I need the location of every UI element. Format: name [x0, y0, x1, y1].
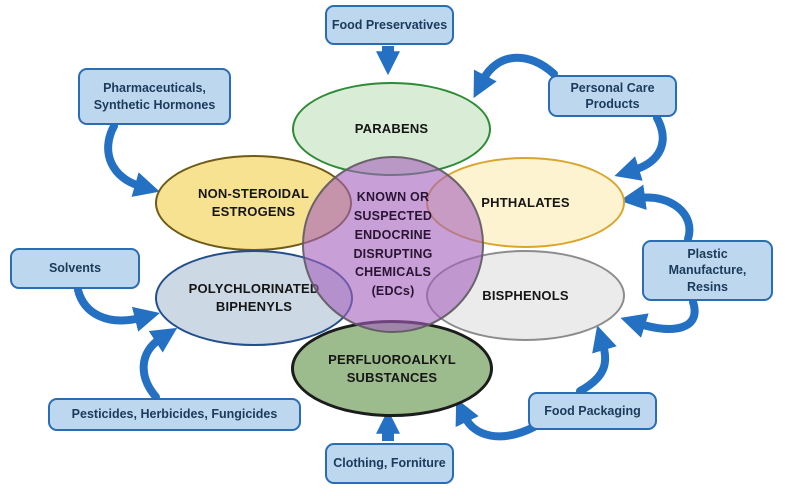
category-perfluoroalkyl-substances: PERFLUOROALKYL SUBSTANCES: [291, 320, 493, 417]
source-food-preservatives: Food Preservatives: [325, 5, 454, 45]
source-plastic-label: Plastic Manufacture, Resins: [668, 247, 747, 294]
source-personal-care-label: Personal Care Products: [570, 80, 655, 111]
category-parabens-label: PARABENS: [354, 121, 429, 137]
source-food-packaging-label: Food Packaging: [544, 403, 641, 418]
center-edc-circle: KNOWN OR SUSPECTED ENDOCRINE DISRUPTING …: [302, 156, 484, 333]
arrow-plastic-to-bisphenols: [620, 298, 699, 338]
arrow-personal-care-to-phthalates: [614, 114, 667, 181]
category-polychlorinated-biphenyls-label: POLYCHLORINATED BIPHENYLS: [188, 281, 320, 314]
source-solvents-label: Solvents: [48, 261, 102, 276]
source-clothing-forniture: Clothing, Forniture: [325, 443, 454, 484]
source-food-packaging: Food Packaging: [528, 392, 657, 430]
category-phthalates-label: PHTHALATES: [481, 194, 570, 210]
source-clothing-label: Clothing, Forniture: [333, 456, 446, 471]
category-perfluoroalkyl-substances-label: PERFLUOROALKYL SUBSTANCES: [328, 351, 456, 385]
category-bisphenols-label: BISPHENOLS: [482, 287, 569, 303]
arrow-personal-care-to-parabens: [473, 53, 558, 99]
source-pesticides-herbicides-fungicides: Pesticides, Herbicides, Fungicides: [48, 398, 301, 431]
center-edc-label: KNOWN OR SUSPECTED ENDOCRINE DISRUPTING …: [353, 190, 433, 298]
source-personal-care-products: Personal Care Products: [548, 75, 677, 117]
arrow-food-packaging-to-perfluoroalkyl: [455, 398, 538, 441]
arrow-solvents-to-pcb: [74, 286, 160, 332]
source-pesticides-label: Pesticides, Herbicides, Fungicides: [71, 407, 278, 422]
arrow-plastic-to-phthalates: [619, 184, 694, 243]
category-non-steroidal-estrogens-label: NON-STEROIDAL ESTROGENS: [198, 186, 309, 219]
arrow-pesticides-to-pcb: [139, 327, 178, 401]
source-plastic-manufacture-resins: Plastic Manufacture, Resins: [642, 240, 773, 301]
source-pharmaceuticals-synthetic-hormones: Pharmaceuticals, Synthetic Hormones: [78, 68, 231, 125]
source-pharmaceuticals-label: Pharmaceuticals, Synthetic Hormones: [93, 81, 216, 112]
source-food-preservatives-label: Food Preservatives: [331, 17, 448, 32]
arrow-food-packaging-to-bisphenols: [576, 325, 617, 395]
arrow-pharmaceuticals-to-estrogens: [104, 122, 160, 197]
source-solvents: Solvents: [10, 248, 140, 289]
